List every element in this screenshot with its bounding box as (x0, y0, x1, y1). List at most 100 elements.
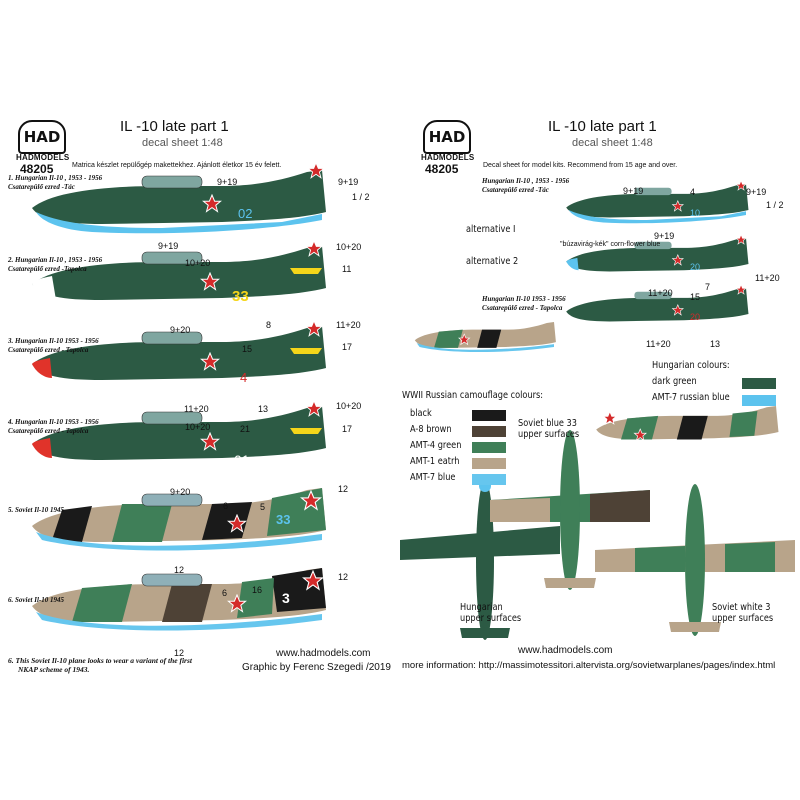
hadmodels-brand-right: HADMODELS (421, 153, 475, 162)
age-note: Matrica készlet repülőgép makettekhez. A… (72, 162, 282, 169)
r-n2: 20 (690, 262, 701, 272)
r-n3: 20 (690, 312, 701, 322)
ww2-colour-3-swatch (472, 442, 506, 453)
p4-label-a: 10+20 (185, 422, 211, 432)
hun-colour-1-name: dark green (652, 376, 697, 387)
r-l4: 1 / 2 (766, 200, 784, 210)
plane-6-number: 3 (282, 590, 290, 606)
plane-3 (32, 320, 326, 380)
sheet-subtitle-right: decal sheet 1:48 (572, 137, 653, 149)
plane-5-caption: 5. Soviet Il-10 1945 (8, 506, 64, 514)
p3-label-e: 13 (258, 404, 269, 414)
p3-label-a: 15 (242, 344, 253, 354)
top-view-white3 (595, 484, 795, 636)
r-l11: 13 (710, 339, 721, 349)
r-l6: 11+20 (755, 273, 780, 283)
website-right: www.hadmodels.com (518, 645, 613, 656)
had-logo-right: HAD (423, 120, 471, 154)
p1-label-b: 9+19 (338, 177, 359, 187)
p1-label-c: 1 / 2 (352, 192, 370, 202)
p6-label-a: 16 (252, 585, 263, 595)
ww2-colour-4-swatch (472, 458, 506, 469)
hun-colour-1-swatch (742, 378, 776, 389)
sheet-title: IL -10 late part 1 (120, 118, 229, 135)
alternative-2: alternative 2 (466, 256, 519, 267)
r-l9: 15 (690, 292, 701, 302)
hun-colours-title: Hungarian colours: (652, 360, 730, 371)
r-l7: 7 (705, 282, 711, 292)
plane-4 (32, 400, 326, 460)
right-drawings (400, 180, 795, 640)
p2-label-a: 10+20 (185, 258, 211, 268)
p2-label-b: 10+20 (336, 242, 362, 252)
r-l10: 11+20 (646, 339, 671, 349)
p2-label-d: 9+20 (170, 325, 191, 335)
p5-label-b: 5 (260, 502, 266, 512)
sheet-number: 48205 (20, 162, 54, 176)
more-info-link[interactable]: more information: http://massimotessitor… (402, 660, 776, 671)
p2-label-c: 11 (342, 264, 352, 274)
plane-1-number: 02 (238, 206, 253, 221)
ww2-colours-title: WWII Russian camouflage colours: (402, 390, 544, 401)
p5-label-a: 6 (223, 501, 229, 511)
plane-4-number: 01 (234, 452, 250, 468)
graphic-credit: Graphic by Ferenc Szegedi /2019 (242, 662, 391, 673)
p3-label-c: 17 (342, 342, 353, 352)
r-l2: 4 (690, 187, 696, 197)
p5-label-d: 12 (174, 565, 185, 575)
footnote: 6. This Soviet Il-10 plane looks to wear… (8, 656, 192, 674)
sheet-number-right: 48205 (425, 162, 459, 176)
hun-colour-2-swatch (742, 395, 776, 406)
age-note-right: Decal sheet for model kits. Recommend fr… (483, 162, 678, 169)
p5-label-c: 12 (338, 484, 349, 494)
r-l3: 9+19 (746, 187, 767, 197)
p3-label-b: 11+20 (336, 320, 361, 330)
plane-1 (32, 162, 326, 234)
p4-label-c: 10+20 (336, 401, 362, 411)
had-logo: HAD (18, 120, 66, 154)
alternative-1: alternative I (466, 224, 516, 235)
sheet-title-right: IL -10 late part 1 (548, 118, 657, 135)
p4-label-d: 17 (342, 424, 353, 434)
left-profiles (32, 162, 326, 631)
p4-label-b: 21 (240, 424, 251, 434)
ww2-colour-1-name: black (410, 408, 432, 419)
ww2-colour-2-swatch (472, 426, 506, 437)
p4-label-e: 9+20 (170, 487, 191, 497)
sheet-subtitle: decal sheet 1:48 (142, 137, 223, 149)
plane-5 (32, 488, 326, 551)
top-view-hungarian (400, 480, 560, 640)
r-l8: 11+20 (648, 288, 673, 298)
ww2-colour-3-name: AMT-4 green (410, 440, 462, 451)
plane-2-number: 33 (232, 288, 249, 305)
p6-label-d: 12 (174, 648, 185, 658)
plane-6 (32, 568, 326, 631)
ww2-colour-1-swatch (472, 410, 506, 421)
p6-label-b: 6 (222, 588, 228, 598)
plane-3-number: 4 (240, 370, 248, 385)
plane-5-number: 33 (276, 512, 291, 527)
cornflower-note: "búzavirág-kék" corn-flower blue (560, 241, 661, 248)
p2-label-e: 8 (266, 320, 272, 330)
ww2-colour-5-name: AMT-7 blue (410, 472, 456, 483)
r-l5: 9+19 (654, 231, 675, 241)
r-n1: 10 (690, 208, 701, 218)
plane-2 (32, 240, 326, 300)
p1-label-d: 9+19 (158, 241, 179, 251)
ww2-colour-2-name: A-8 brown (410, 424, 452, 435)
ww2-colour-4-name: AMT-1 eatrh (410, 456, 460, 467)
ww2-colour-5-swatch (472, 474, 506, 485)
hun-colour-2-name: AMT-7 russian blue (652, 392, 730, 403)
website-left: www.hadmodels.com (276, 648, 371, 659)
p6-label-c: 12 (338, 572, 349, 582)
top-view-blue33 (490, 430, 650, 590)
r-l1: 9+19 (623, 186, 644, 196)
